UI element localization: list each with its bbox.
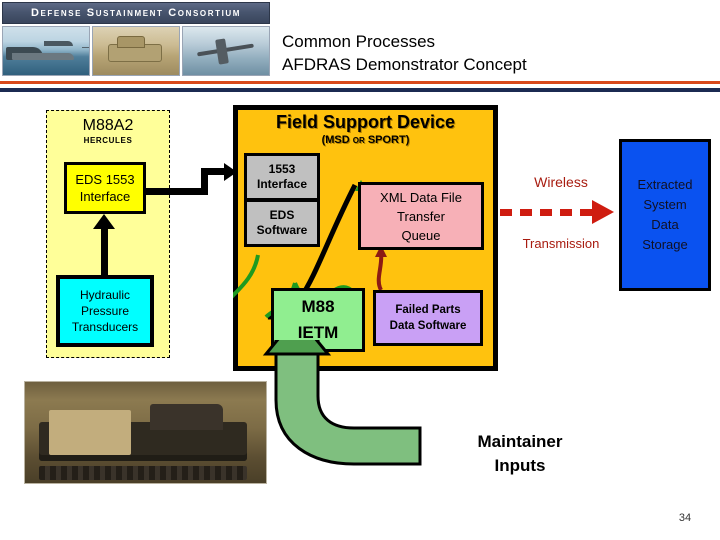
hydraulic-transducers-line-3: Transducers (71, 320, 139, 334)
xml-queue-line-1: XML Data File (380, 189, 462, 205)
arrow-transducers-to-eds-shaft (101, 227, 108, 276)
maintainer-arrow-body (274, 340, 422, 466)
arrow-eds-to-fsd-segment-2 (201, 168, 208, 194)
eds-1553-interface-line-2: Interface (79, 189, 131, 204)
failed-parts-data-software-box: Failed Parts Data Software (373, 290, 483, 346)
connector-green-stub-b (233, 254, 260, 299)
arrow-eds-to-fsd-segment-3 (201, 168, 226, 175)
hydraulic-pressure-transducers-box: Hydraulic Pressure Transducers (56, 275, 154, 347)
header-rule-navy (0, 88, 720, 92)
fsd-1553-interface-line-1: 1553 (268, 162, 296, 176)
consortium-banner-title: Defense Sustainment Consortium (30, 7, 242, 19)
page-title-line-2: AFDRAS Demonstrator Concept (282, 55, 527, 74)
hydraulic-transducers-line-2: Pressure (80, 304, 130, 318)
fsd-1553-interface-line-2: Interface (256, 177, 308, 191)
field-support-device-subtitle: (MSD or SPORT) (321, 134, 410, 146)
m88-ietm-line-2: IETM (297, 323, 339, 342)
storage-line-1: Extracted (637, 177, 693, 192)
m88-ietm-line-1: M88 (301, 297, 335, 316)
xml-queue-line-2: Transfer (397, 208, 445, 224)
xml-queue-line-3: Queue (401, 227, 441, 243)
xml-data-file-transfer-queue-box: XML Data File Transfer Queue (358, 182, 484, 250)
failed-parts-line-2: Data Software (389, 320, 467, 332)
page-title-line-1: Common Processes (282, 32, 436, 51)
header-rule-orange (0, 81, 720, 84)
banner-photo-strip (2, 26, 270, 76)
maintainer-inputs-label: Maintainer Inputs (430, 430, 610, 478)
fsd-1553-interface-box: 1553 Interface (244, 153, 320, 201)
eds-1553-interface-box: EDS 1553 Interface (64, 162, 146, 214)
m88-vehicle-photo (24, 381, 267, 484)
m88a2-group-subtitle: HERCULES (83, 136, 133, 145)
page-number: 34 (678, 512, 692, 524)
consortium-banner-title-bar: Defense Sustainment Consortium (2, 2, 270, 24)
fsd-eds-software-line-2: Software (256, 223, 308, 237)
navy-ships-photo (2, 26, 90, 76)
m88-photo-turret (150, 404, 223, 431)
field-support-device-title: Field Support Device (275, 112, 456, 132)
maintainer-inputs-arrow-icon (262, 340, 422, 466)
m88a2-group-title: M88A2 (82, 117, 134, 134)
consortium-banner: Defense Sustainment Consortium (0, 0, 272, 78)
hydraulic-transducers-line-1: Hydraulic (79, 288, 130, 302)
connector-red-arrowhead-icon (375, 245, 387, 257)
wireless-dashed-arrow-shaft (500, 209, 594, 216)
arrow-eds-to-fsd-segment-1 (145, 188, 208, 195)
maintainer-inputs-line-1: Maintainer (477, 432, 563, 451)
eds-1553-interface-line-1: EDS 1553 (75, 172, 135, 187)
maintainer-arrow-head (262, 340, 332, 356)
storage-line-2: System (643, 197, 687, 212)
arrow-transducers-to-eds-head-icon (93, 214, 115, 229)
storage-line-4: Storage (642, 237, 688, 252)
fsd-eds-software-line-1: EDS (269, 208, 295, 222)
m88-photo-tracks (39, 465, 247, 480)
army-tank-photo (92, 26, 180, 76)
fsd-eds-software-box: EDS Software (244, 199, 320, 247)
extracted-system-data-storage-box: Extracted System Data Storage (619, 139, 711, 291)
wireless-arrow-head-icon (592, 200, 614, 224)
failed-parts-line-1: Failed Parts (395, 304, 461, 316)
maintainer-inputs-line-2: Inputs (494, 456, 546, 475)
storage-line-3: Data (651, 217, 679, 232)
transmission-label: Transmission (522, 236, 600, 251)
wireless-label: Wireless (534, 174, 588, 190)
page-title: Common Processes AFDRAS Demonstrator Con… (282, 30, 702, 76)
air-force-bomber-photo (182, 26, 270, 76)
